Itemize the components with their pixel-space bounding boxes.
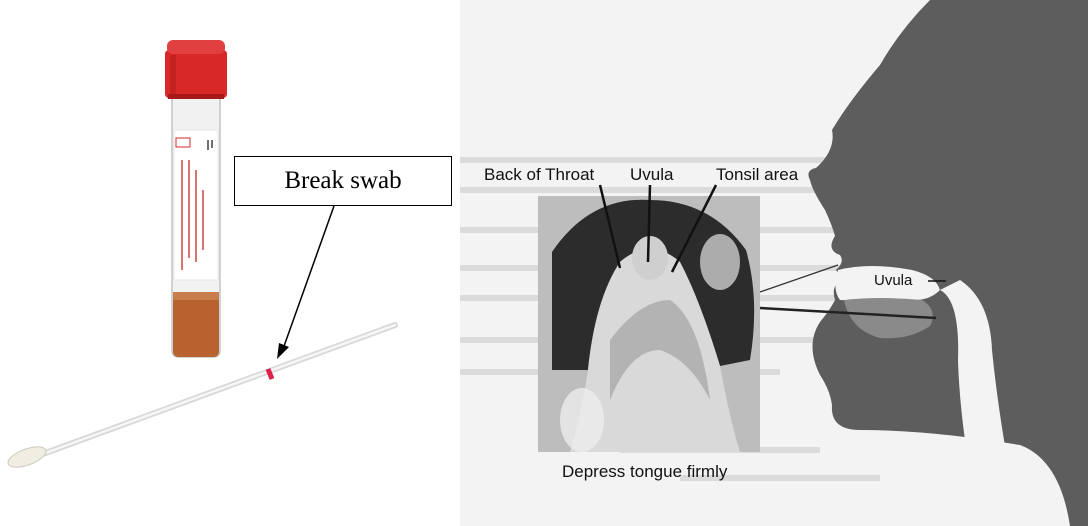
swab-tip: [5, 443, 48, 472]
tube-and-swab-illustration: [0, 0, 470, 526]
back-of-throat-label: Back of Throat: [484, 165, 594, 185]
uvula-label-side: Uvula: [874, 272, 912, 289]
tube-liquid: [173, 292, 219, 357]
break-swab-callout: Break swab: [234, 156, 452, 206]
depress-tongue-label: Depress tongue firmly: [562, 462, 727, 482]
uvula-shape: [632, 236, 668, 280]
tonsil-left: [560, 388, 604, 452]
callout-arrowhead: [277, 343, 289, 359]
right-panel: Back of Throat Uvula Tonsil area Uvula D…: [460, 0, 1088, 526]
throat-diagram: [460, 0, 1088, 526]
left-panel: Break swab: [0, 0, 470, 526]
callout-arrow-line: [283, 206, 334, 349]
tonsil-area-label: Tonsil area: [716, 165, 798, 185]
tonsil-right: [700, 234, 740, 290]
head-silhouette: [808, 0, 1088, 526]
uvula-label-photo: Uvula: [630, 165, 673, 185]
